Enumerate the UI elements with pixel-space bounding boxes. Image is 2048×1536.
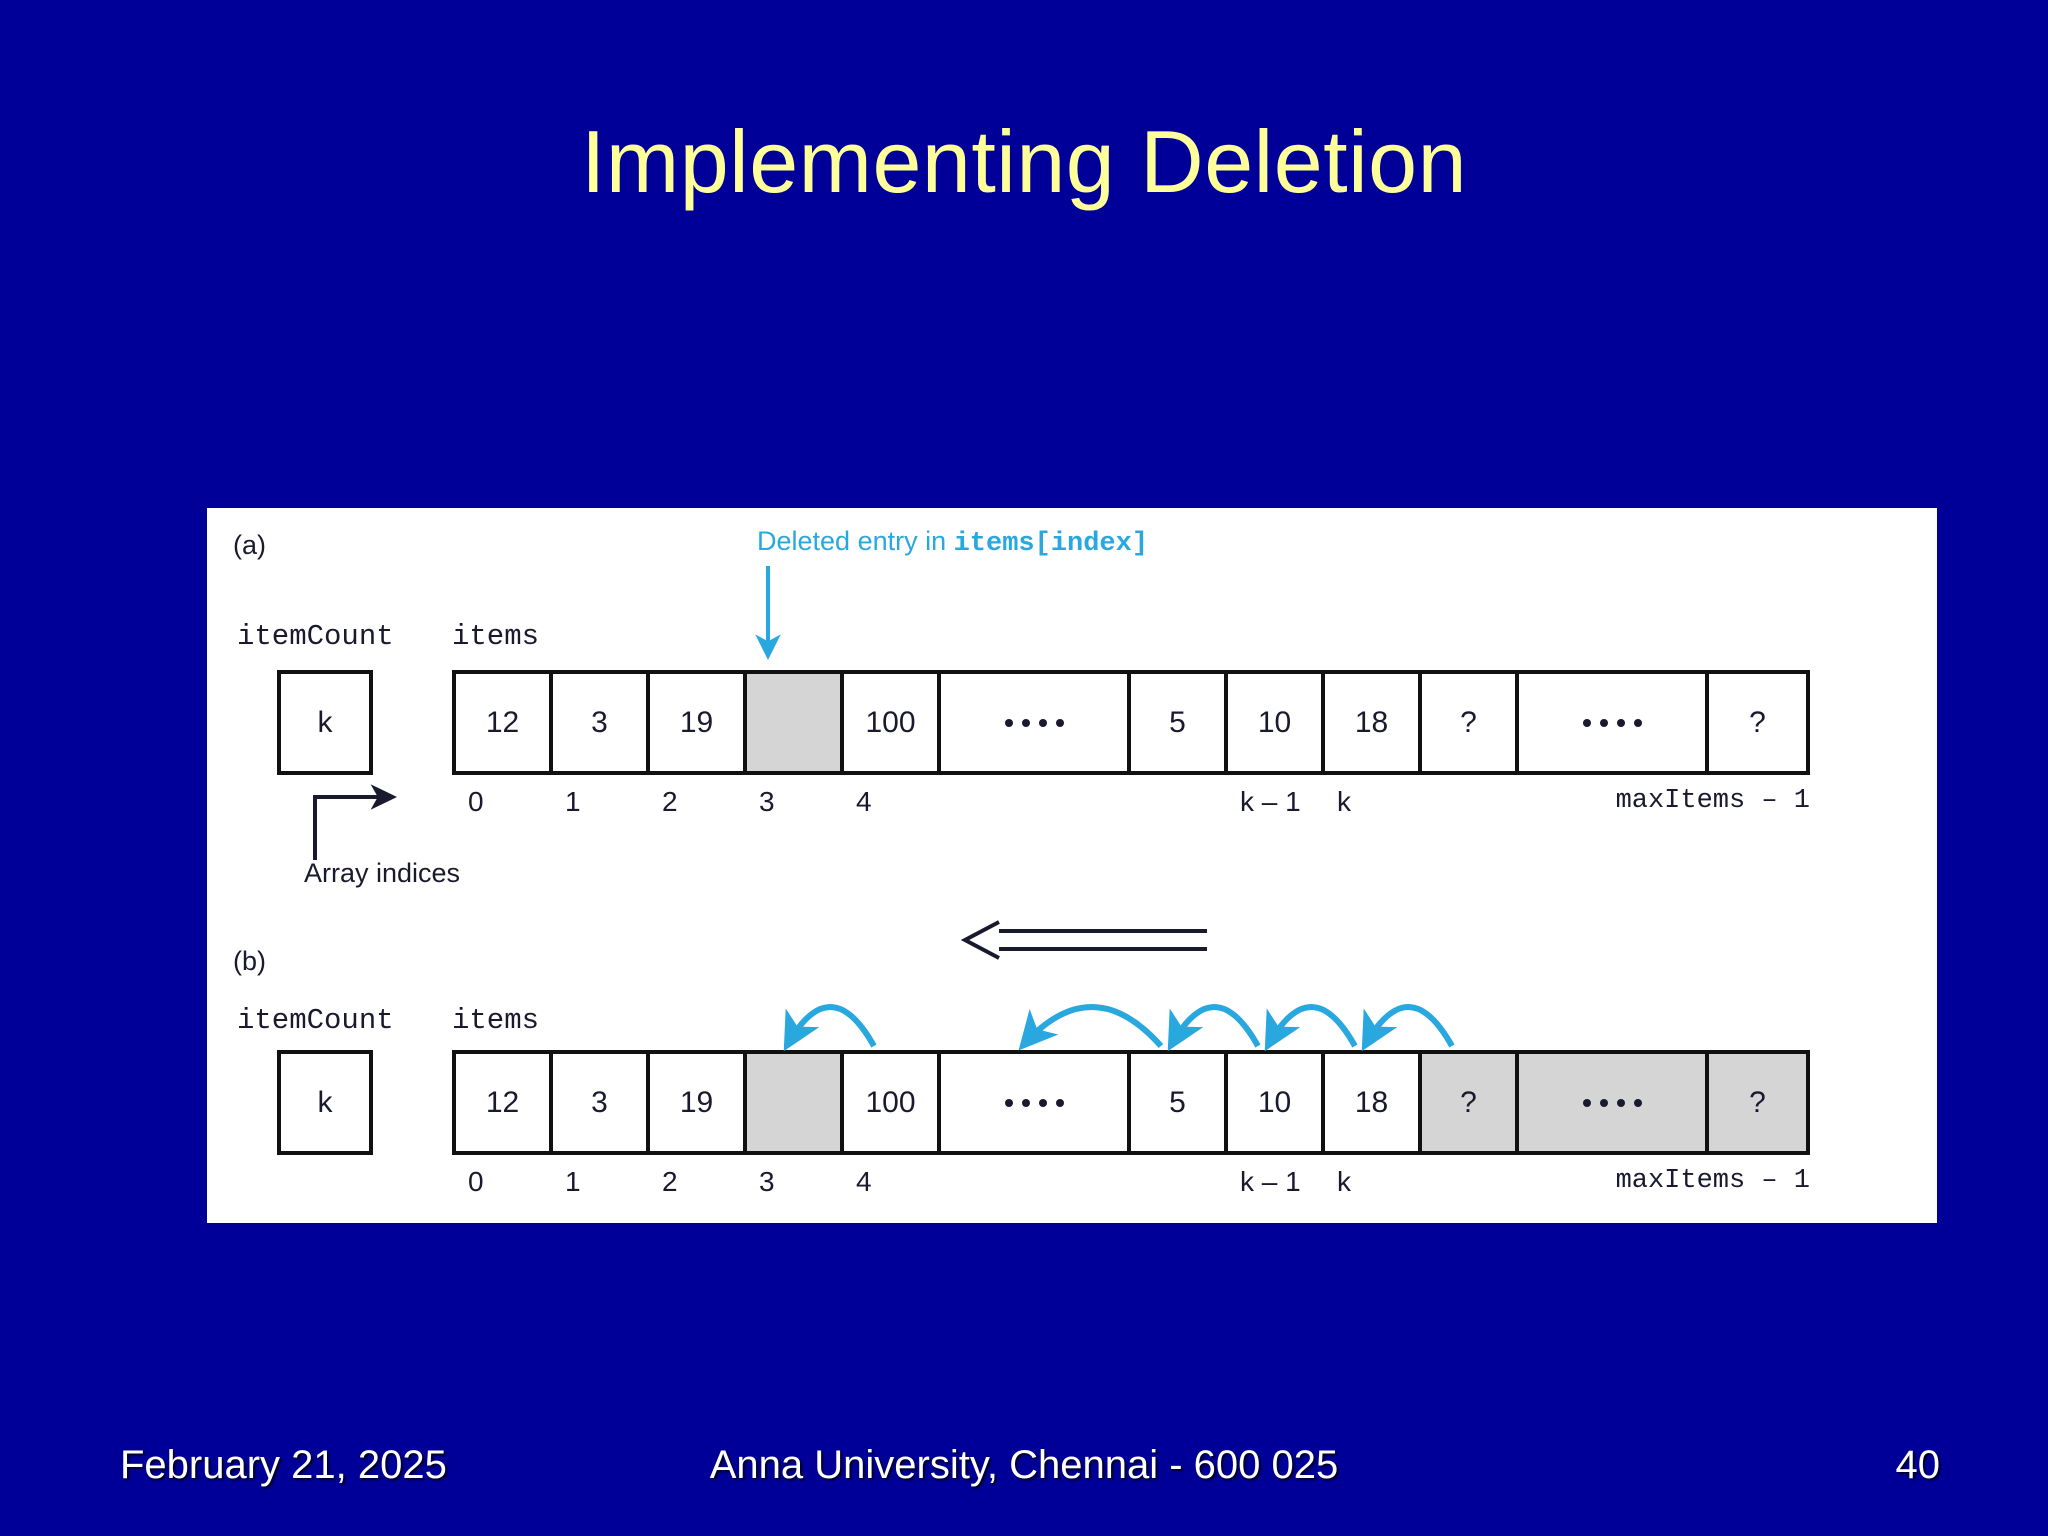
array-cell-value: 18 bbox=[1354, 1085, 1389, 1119]
array-cell-value: 19 bbox=[679, 1085, 714, 1119]
shift-hop-arrow bbox=[1361, 1004, 1455, 1052]
array-cell bbox=[747, 1054, 844, 1151]
part-a-items-label: items bbox=[452, 620, 540, 653]
array-cell: 100 bbox=[844, 674, 941, 771]
array-cell: 12 bbox=[456, 1054, 553, 1151]
part-b-index-labels: 0 1 2 3 4 k – 1 k maxItems – 1 bbox=[452, 1166, 1810, 1206]
array-cell: ? bbox=[1422, 1054, 1519, 1151]
array-cell: 18 bbox=[1325, 674, 1422, 771]
array-index-label: k – 1 bbox=[1240, 786, 1301, 817]
array-index-label: 1 bbox=[565, 1166, 581, 1197]
array-index-label: k bbox=[1337, 786, 1351, 817]
footer-date: February 21, 2025 bbox=[120, 1443, 447, 1487]
array-cell: ? bbox=[1709, 674, 1806, 771]
array-cell-value: ? bbox=[1460, 1085, 1477, 1119]
ellipsis-icon bbox=[1582, 1098, 1642, 1107]
shift-hop-arrow bbox=[1018, 1004, 1164, 1051]
shift-hop-arrows bbox=[783, 1004, 1455, 1052]
array-cell-value: 10 bbox=[1257, 705, 1292, 739]
footer-institution: Anna University, Chennai - 600 025 bbox=[709, 1443, 1339, 1487]
page-title: Implementing Deletion bbox=[580, 112, 1468, 211]
part-a-label: (a) bbox=[233, 530, 266, 560]
array-cell-value: 12 bbox=[485, 1085, 520, 1119]
array-cell-value: 5 bbox=[1169, 705, 1186, 739]
array-index-label: 0 bbox=[468, 1166, 484, 1197]
part-a-items-array: 12 3 19 100 5 10 18?? bbox=[452, 670, 1810, 775]
shift-hop-arrow bbox=[783, 1004, 877, 1052]
array-index-label: maxItems – 1 bbox=[1615, 786, 1810, 816]
array-cell: 3 bbox=[553, 1054, 650, 1151]
ellipsis-icon bbox=[1004, 1098, 1064, 1107]
array-cell bbox=[747, 674, 844, 771]
array-cell: 12 bbox=[456, 674, 553, 771]
array-cell: 5 bbox=[1131, 1054, 1228, 1151]
array-cell: 10 bbox=[1228, 1054, 1325, 1151]
array-cell-value: 10 bbox=[1257, 1085, 1292, 1119]
array-cell: 100 bbox=[844, 1054, 941, 1151]
array-cell: 5 bbox=[1131, 674, 1228, 771]
figure-panel: (a) Deleted entry in items[index] itemCo… bbox=[207, 508, 1937, 1223]
array-cell bbox=[1519, 1054, 1709, 1151]
deleted-entry-callout: Deleted entry in items[index] bbox=[757, 526, 1148, 559]
deleted-entry-callout-text: Deleted entry in bbox=[757, 526, 954, 556]
array-index-label: 1 bbox=[565, 786, 581, 817]
part-b-label: (b) bbox=[233, 946, 266, 976]
part-b-itemcount-value: k bbox=[317, 1085, 333, 1119]
array-index-label: 2 bbox=[662, 786, 678, 817]
ellipsis-icon bbox=[1582, 718, 1642, 727]
array-cell-value: 18 bbox=[1354, 705, 1389, 739]
array-cell: 19 bbox=[650, 674, 747, 771]
array-cell bbox=[941, 674, 1131, 771]
array-cell: ? bbox=[1709, 1054, 1806, 1151]
part-a-itemcount-label: itemCount bbox=[237, 620, 394, 653]
array-index-label: 0 bbox=[468, 786, 484, 817]
array-cell-value: 3 bbox=[591, 1085, 608, 1119]
part-b-itemcount-box: k bbox=[277, 1050, 373, 1155]
array-cell bbox=[941, 1054, 1131, 1151]
array-cell: 19 bbox=[650, 1054, 747, 1151]
array-index-label: maxItems – 1 bbox=[1615, 1166, 1810, 1196]
array-indices-leader bbox=[313, 784, 398, 860]
part-a-index-labels: 0 1 2 3 4 k – 1 k maxItems – 1 bbox=[452, 786, 1810, 826]
array-cell-value: 3 bbox=[591, 705, 608, 739]
array-index-label: k – 1 bbox=[1240, 1166, 1301, 1197]
footer-page-number: 40 bbox=[1895, 1443, 1941, 1487]
array-index-label: 2 bbox=[662, 1166, 678, 1197]
part-a-itemcount-value: k bbox=[317, 705, 333, 739]
array-cell-value: 12 bbox=[485, 705, 520, 739]
ellipsis-icon bbox=[1004, 718, 1064, 727]
array-cell-value: ? bbox=[1460, 705, 1477, 739]
part-b-itemcount-label: itemCount bbox=[237, 1004, 394, 1037]
array-index-label: 4 bbox=[856, 1166, 872, 1197]
array-cell: 3 bbox=[553, 674, 650, 771]
array-cell-value: 100 bbox=[865, 1085, 916, 1119]
array-indices-note: Array indices bbox=[304, 858, 461, 888]
part-b-items-label: items bbox=[452, 1004, 540, 1037]
part-b-items-array: 12 3 19 100 5 10 18?? bbox=[452, 1050, 1810, 1155]
array-cell-value: 100 bbox=[865, 705, 916, 739]
deleted-entry-callout-code: items[index] bbox=[953, 529, 1149, 559]
array-index-label: 4 bbox=[856, 786, 872, 817]
array-cell: ? bbox=[1422, 674, 1519, 771]
array-index-label: 3 bbox=[759, 786, 775, 817]
part-a-itemcount-box: k bbox=[277, 670, 373, 775]
shift-hop-arrow bbox=[1167, 1004, 1261, 1052]
shift-direction-arrow bbox=[960, 920, 1207, 960]
array-cell-value: ? bbox=[1749, 1085, 1766, 1119]
array-index-label: k bbox=[1337, 1166, 1351, 1197]
array-index-label: 3 bbox=[759, 1166, 775, 1197]
array-cell: 10 bbox=[1228, 674, 1325, 771]
shift-hop-arrow bbox=[1264, 1004, 1358, 1052]
array-cell: 18 bbox=[1325, 1054, 1422, 1151]
array-cell-value: ? bbox=[1749, 705, 1766, 739]
array-cell-value: 5 bbox=[1169, 1085, 1186, 1119]
array-cell bbox=[1519, 674, 1709, 771]
array-cell-value: 19 bbox=[679, 705, 714, 739]
